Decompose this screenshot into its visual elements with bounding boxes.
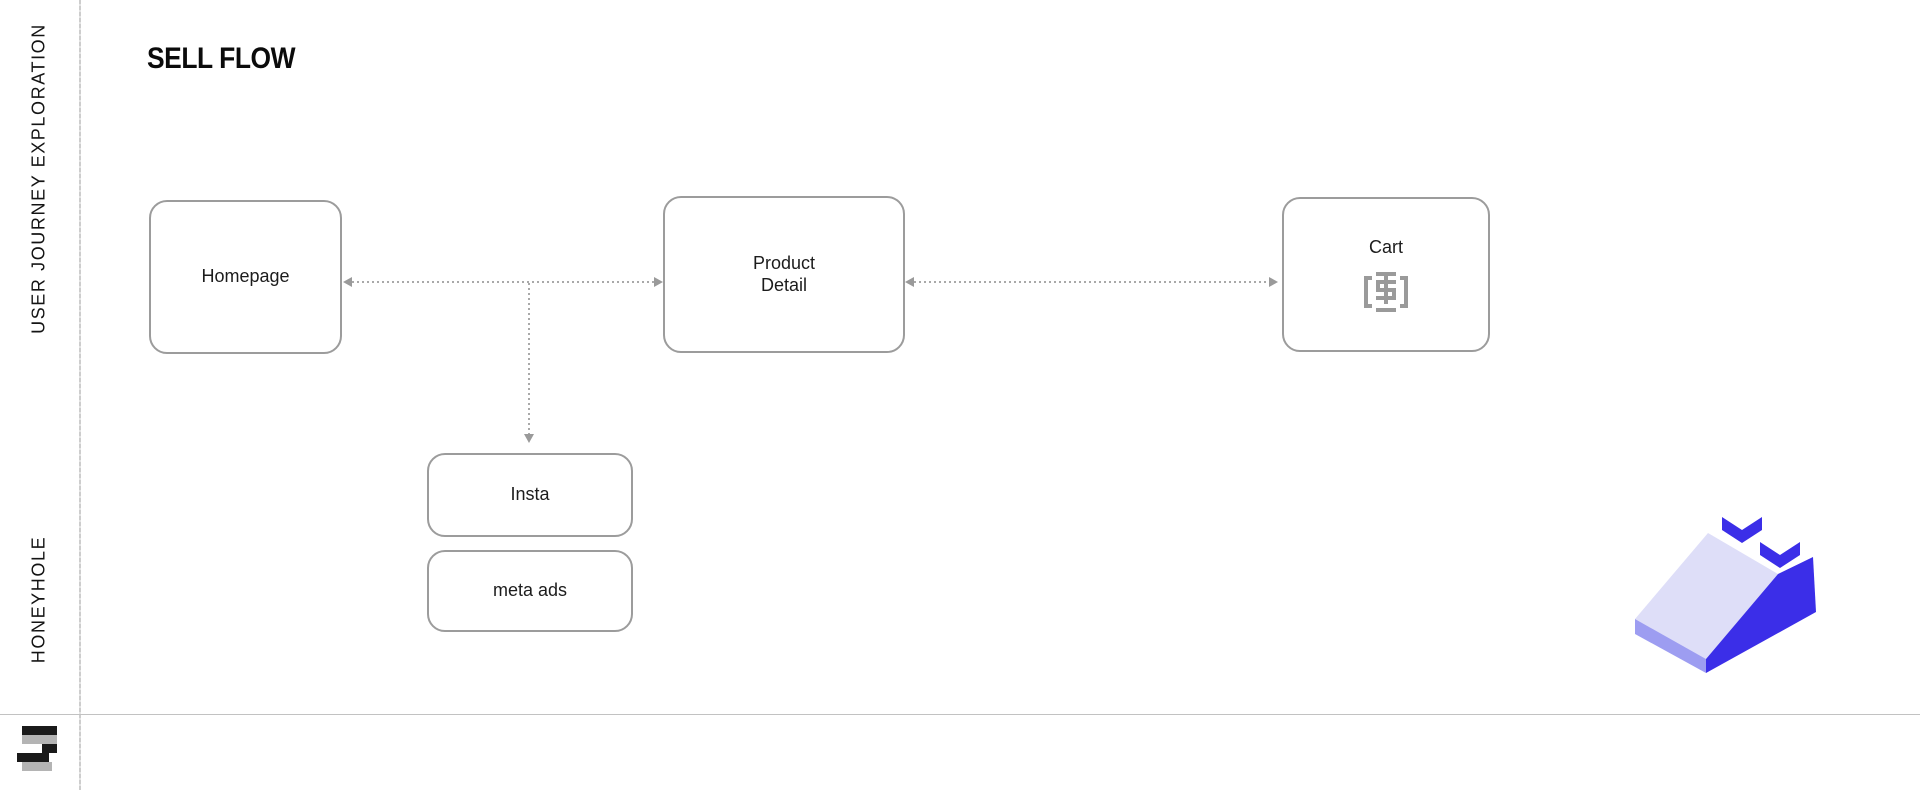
arrowhead-to-homepage: [343, 277, 352, 287]
bottom-rule-line: [0, 714, 1920, 715]
wedge-top-face: [1635, 533, 1778, 659]
edge-homepage-product: [352, 281, 654, 283]
wedge-front-face: [1635, 619, 1706, 673]
node-product-detail[interactable]: Product Detail: [663, 196, 905, 353]
node-meta-ads-label: meta ads: [492, 580, 568, 601]
sidebar-label-project: USER JOURNEY EXPLORATION: [28, 23, 49, 334]
sidebar-label-brand: HONEYHOLE: [28, 535, 49, 664]
arrowhead-to-product-left: [654, 277, 663, 287]
node-cart-label: Cart: [1368, 237, 1403, 258]
arrowhead-to-cart: [1269, 277, 1278, 287]
sidebar-divider-line: [79, 0, 81, 790]
node-cart[interactable]: Cart: [1282, 197, 1490, 352]
edge-product-cart: [914, 281, 1270, 283]
node-insta-label: Insta: [510, 484, 550, 505]
arrowhead-to-insta: [524, 434, 534, 443]
isometric-wedge-graphic: [1635, 517, 1816, 673]
honeyhole-s-logo: [17, 726, 57, 771]
chevron-down-icon: [1760, 542, 1800, 568]
node-homepage[interactable]: Homepage: [149, 200, 342, 354]
node-insta[interactable]: Insta: [427, 453, 633, 537]
node-product-detail-label: Product Detail: [752, 252, 816, 295]
page-title: SELL FLOW: [147, 42, 296, 75]
chevron-down-icon: [1722, 517, 1762, 543]
edge-connector-insta: [528, 283, 530, 435]
node-meta-ads[interactable]: meta ads: [427, 550, 633, 632]
node-homepage-label: Homepage: [201, 266, 290, 287]
arrowhead-to-product-right: [905, 277, 914, 287]
dollar-coin-icon: [1364, 271, 1408, 312]
wedge-side-face: [1706, 557, 1816, 673]
